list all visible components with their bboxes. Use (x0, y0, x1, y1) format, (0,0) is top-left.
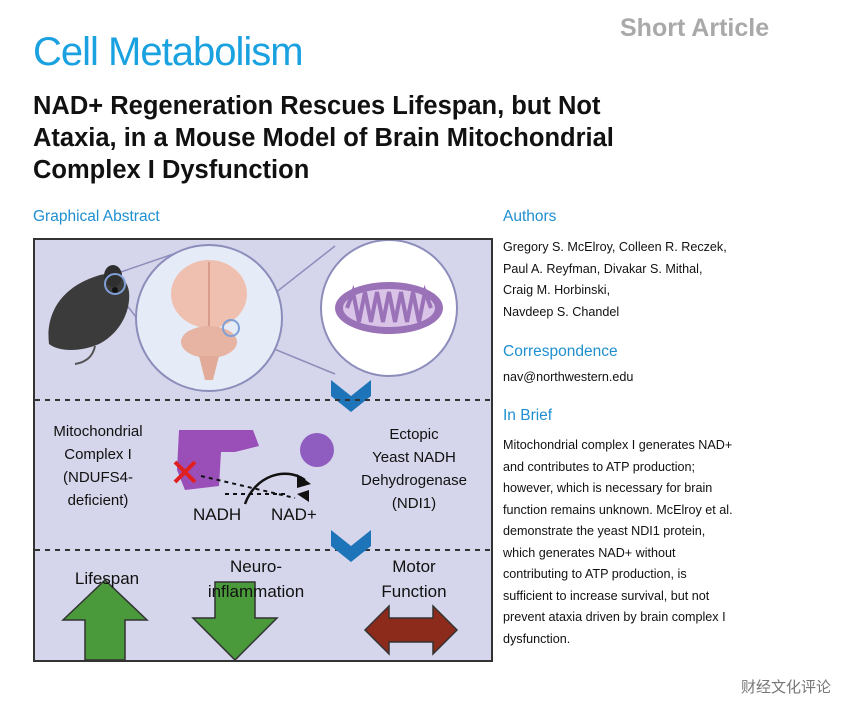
mitochondrion-icon (320, 240, 458, 377)
graphical-abstract: Mitochondrial Complex I (NDUFS4- deficie… (33, 238, 493, 662)
watermark: 财经文化评论 (740, 679, 831, 696)
brain-icon (135, 244, 283, 392)
in-brief-text: Mitochondrial complex I generates NAD+ a… (503, 438, 733, 646)
lifespan-label: Lifespan (74, 569, 140, 588)
correspondence-heading: Correspondence (503, 343, 618, 360)
ndi1-protein-icon (300, 433, 334, 467)
chevron-down-icon (331, 380, 371, 412)
author-line: Navdeep S. Chandel (503, 304, 620, 319)
complex-i-label: Mitochondrial Complex I (NDUFS4- deficie… (53, 423, 143, 509)
authors-heading: Authors (503, 208, 557, 225)
solid-arrow (243, 472, 306, 505)
author-line: Craig M. Horbinski, (503, 283, 611, 297)
graphical-abstract-illustration (35, 240, 491, 660)
double-arrow-icon (363, 604, 459, 656)
arrow-up-icon (61, 578, 149, 660)
author-line: Gregory S. McElroy, Colleen R. Reczek, (503, 240, 727, 254)
title-line: NAD+ Regeneration Rescues Lifespan, but … (33, 92, 601, 120)
article-type-label: Short Article (620, 14, 770, 42)
dashed-arrow (200, 475, 296, 499)
complex-i-icon (173, 430, 259, 490)
arrow-down-icon (191, 581, 279, 660)
ndi1-label: Ectopic Yeast NADH Dehydrogenase (NDI1) (361, 426, 467, 512)
neuroinflammation-label: Neuro- inflammation (207, 557, 305, 601)
in-brief-heading: In Brief (503, 407, 553, 424)
journal-name: Cell Metabolism (33, 30, 304, 74)
motor-function-label: Motor Function (381, 557, 447, 601)
title-line: Ataxia, in a Mouse Model of Brain Mitoch… (33, 124, 614, 152)
nadh-label: NADH (193, 505, 242, 524)
mouse-icon (48, 265, 130, 365)
nad-label: NAD+ (271, 505, 317, 524)
title-line: Complex I Dysfunction (33, 156, 310, 184)
graphical-abstract-heading: Graphical Abstract (33, 208, 160, 225)
authors-list: Gregory S. McElroy, Colleen R. Reczek, P… (503, 237, 823, 323)
author-line: Paul A. Reyfman, Divakar S. Mithal, (503, 261, 703, 276)
article-title: NAD+ Regeneration Rescues Lifespan, but … (33, 90, 793, 186)
correspondence-email[interactable]: nav@northwestern.edu (503, 370, 634, 384)
chevron-down-icon (331, 530, 371, 562)
